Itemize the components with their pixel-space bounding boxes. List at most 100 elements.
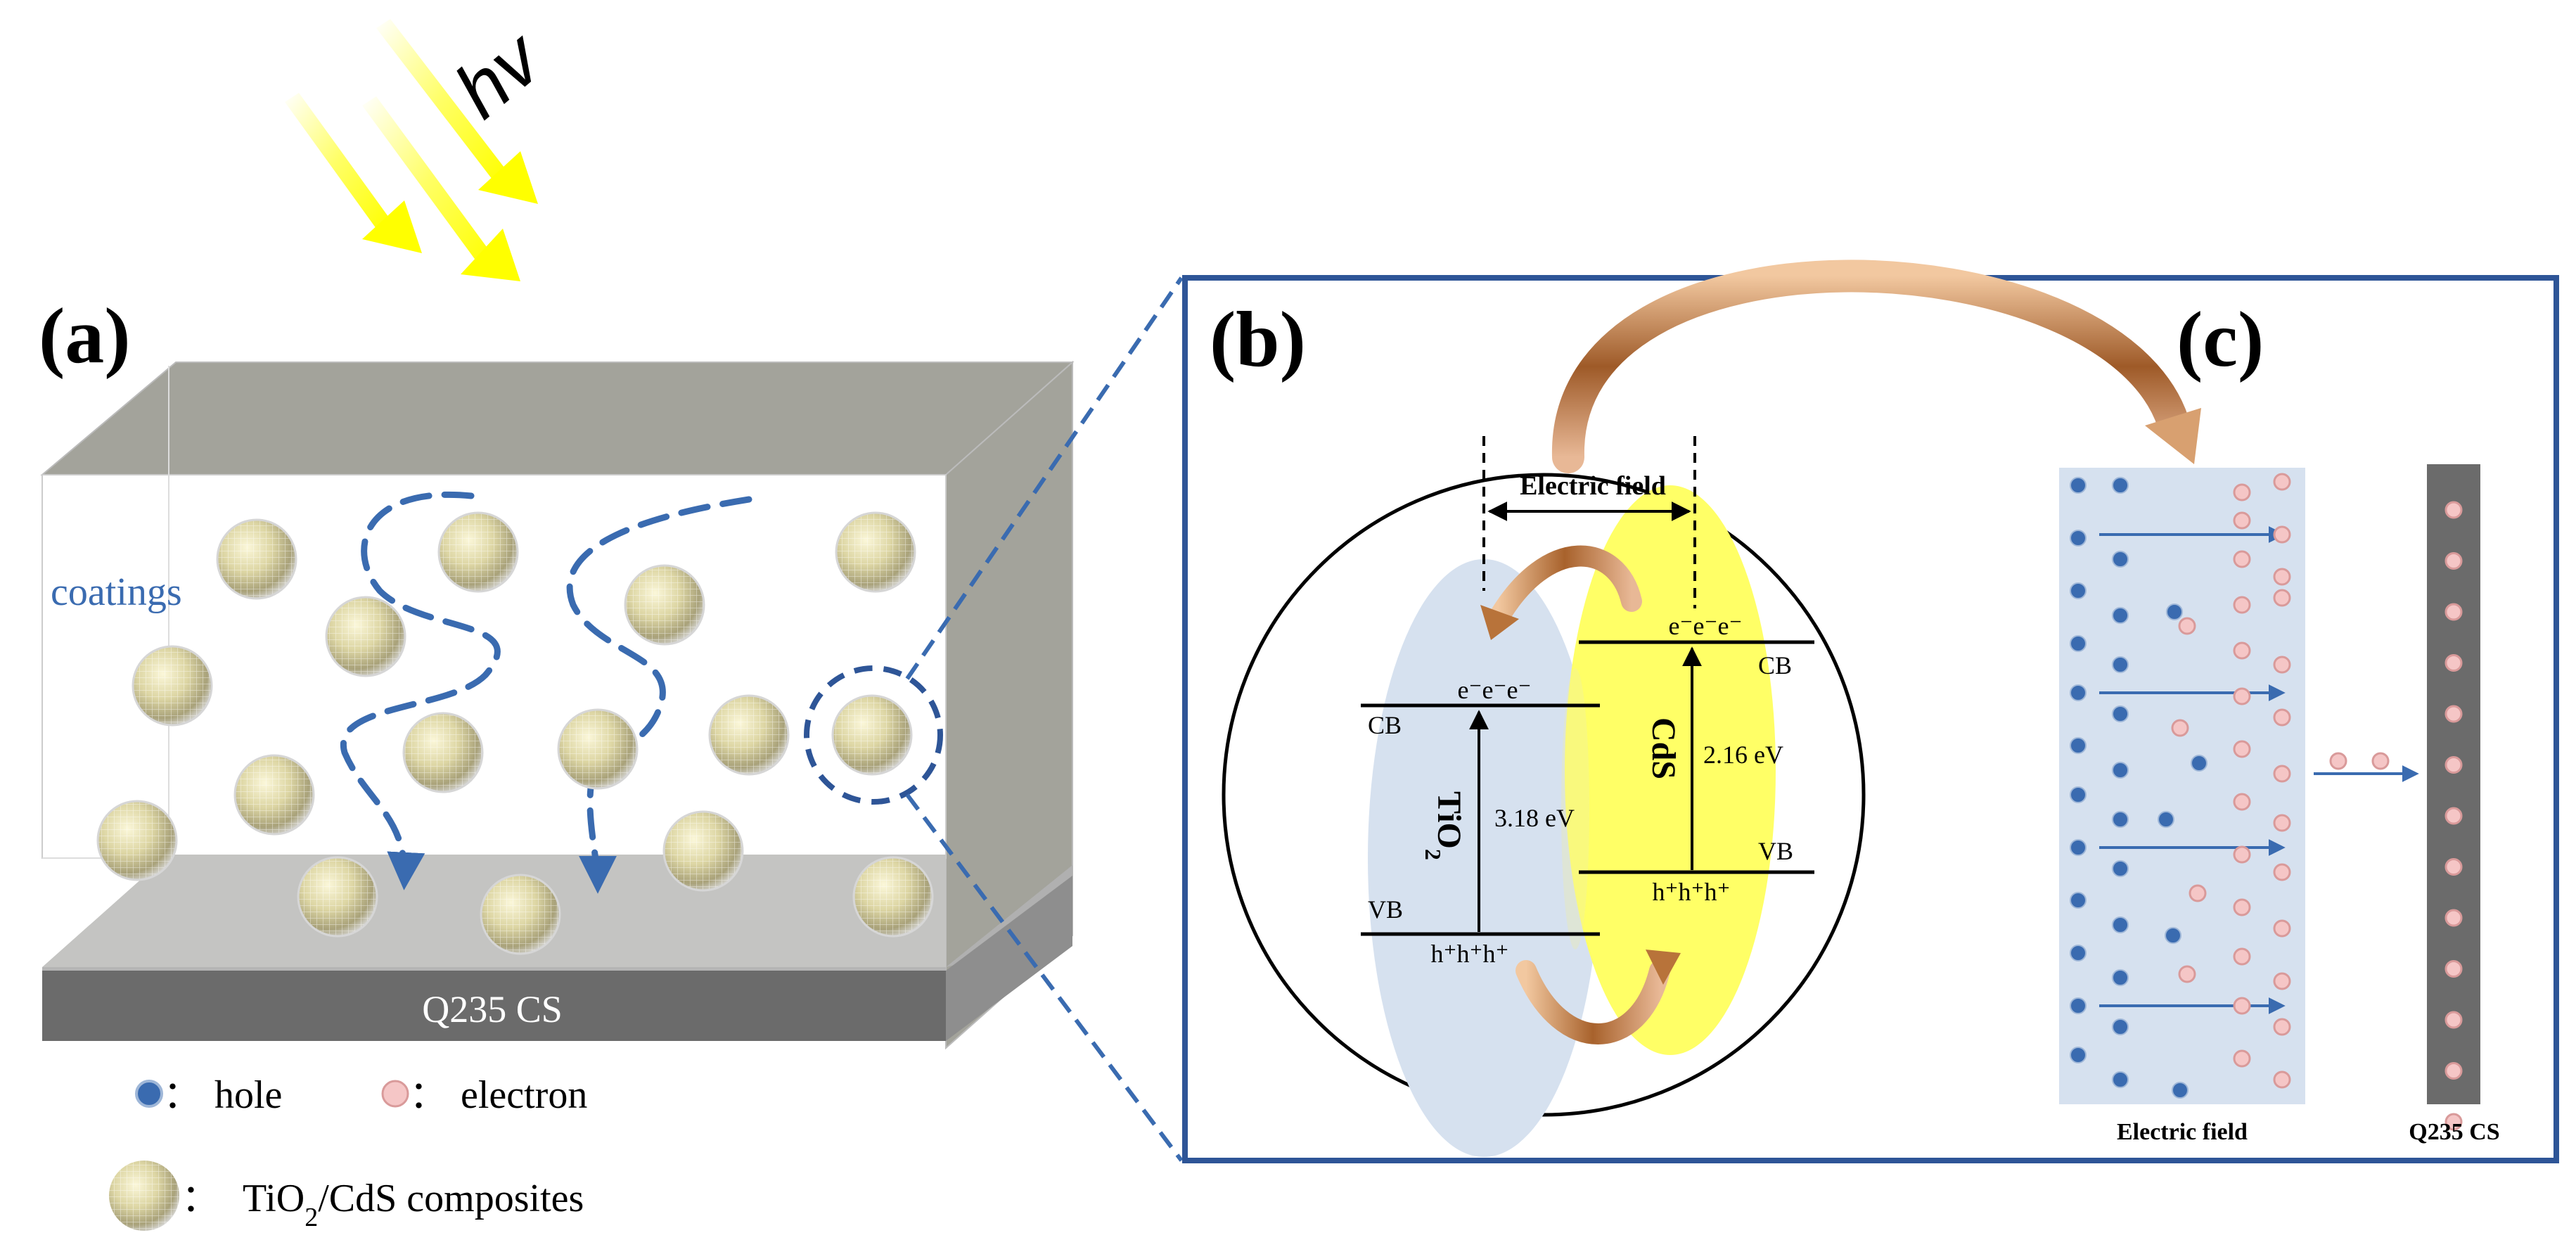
hole-dot: [2070, 684, 2087, 701]
sunlight-ray-1-head: [362, 200, 422, 253]
substrate-electron-dot: [2444, 807, 2463, 825]
composite-sphere: [437, 511, 519, 593]
hole-dot: [2070, 530, 2087, 547]
electron-dot: [2273, 863, 2291, 881]
legend-hole-icon: [135, 1080, 163, 1108]
hole-dot: [2112, 551, 2129, 568]
hole-dot: [2070, 1047, 2087, 1063]
composite-sphere: [402, 712, 484, 793]
substrate-label-c: Q235 CS: [2409, 1119, 2499, 1145]
substrate-bar-c: [2427, 464, 2480, 1104]
tio2-cb-label: CB: [1368, 711, 1402, 739]
composite-sphere: [708, 694, 790, 776]
legend-separator-1: ：: [163, 1074, 201, 1116]
composite-sphere: [624, 564, 705, 646]
legend: ： hole ： electron ： TiO2/CdS composites: [109, 1073, 587, 1232]
hole-dot: [2112, 1071, 2129, 1088]
coatings-label: coatings: [51, 570, 182, 614]
sunlight-rays: [285, 19, 538, 281]
electron-dot: [2273, 919, 2291, 938]
band-diagram-circle: [1222, 473, 1866, 1117]
electron-dot: [2233, 687, 2251, 705]
legend-hole-label: hole: [214, 1073, 282, 1117]
electron-transfer-arrowhead: [1480, 605, 1519, 640]
legend-composite-icon: [109, 1161, 179, 1231]
substrate-slab: [42, 865, 1072, 1041]
electron-transfer-arrow: [1487, 545, 1642, 630]
tio2-holes: h⁺h⁺h⁺: [1430, 940, 1508, 968]
substrate-electron-dot: [2444, 858, 2463, 876]
sunlight-ray-3-head: [478, 151, 538, 204]
composite-sphere: [132, 645, 213, 727]
hole-dot: [2070, 839, 2087, 856]
hole-dot: [2112, 607, 2129, 624]
coating-top-face: [40, 362, 1075, 475]
cds-vb-label: VB: [1758, 837, 1793, 865]
tio2-bandgap-label: 3.18 eV: [1494, 804, 1575, 832]
composite-sphere: [852, 856, 934, 938]
hole-dot: [2112, 969, 2129, 986]
composite-sphere: [831, 694, 913, 776]
electron-dot: [2233, 845, 2251, 864]
cds-name: CdS: [1645, 717, 1682, 779]
field-arrows-c: [2099, 526, 2286, 1014]
electron-dot: [2233, 947, 2251, 966]
substrate-electron-dot: [2444, 552, 2463, 570]
substrate-electron-dot: [2444, 705, 2463, 723]
substrate-electrons-c: [2444, 501, 2463, 1131]
tio2-vb-label: VB: [1368, 895, 1403, 924]
legend-electron-icon: [381, 1080, 409, 1108]
transport-electron-2: [2371, 752, 2390, 770]
panel-label-b: (b): [1210, 296, 1306, 383]
electron-dot: [2233, 898, 2251, 916]
hole-transfer-arrow: [1516, 960, 1670, 1044]
composite-sphere: [662, 810, 744, 892]
composite-sphere: [480, 874, 561, 955]
substrate-electron-dot: [2444, 1011, 2463, 1029]
substrate-electron-dot: [2444, 603, 2463, 621]
hole-dot: [2112, 860, 2129, 877]
electron-dot: [2273, 473, 2291, 491]
electron-dot: [2273, 972, 2291, 990]
composite-sphere: [557, 708, 639, 790]
composite-sphere: [325, 596, 406, 677]
hole-dot: [2165, 927, 2181, 944]
substrate-side-face: [946, 876, 1072, 1041]
sunlight-ray-1: [285, 93, 390, 229]
electron-dot: [2273, 765, 2291, 783]
b-to-c-arrow: [1551, 260, 2189, 473]
legend-separator-3: ：: [181, 1177, 219, 1220]
electron-dot: [2273, 589, 2291, 607]
panel-label-a: (a): [39, 293, 131, 380]
electric-field-label-c: Electric field: [2117, 1119, 2248, 1145]
electron-dot: [2273, 1018, 2291, 1036]
highlight-circle: [804, 665, 943, 805]
electron-dot: [2273, 525, 2291, 544]
zoom-line-bottom: [905, 793, 1184, 1162]
legend-composite-label: TiO2/CdS composites: [243, 1177, 584, 1232]
cds-electrons: e⁻e⁻e⁻: [1669, 612, 1743, 640]
hole-dot: [2070, 945, 2087, 961]
hole-dot: [2070, 477, 2087, 494]
composite-sphere: [96, 800, 178, 881]
cds-region: [1565, 485, 1776, 1055]
charges-c: [2070, 473, 2291, 1099]
legend-electron-label: electron: [461, 1073, 587, 1117]
substrate-electron-dot: [2444, 1113, 2463, 1131]
sunlight-ray-3: [376, 19, 506, 179]
hole-dot: [2112, 656, 2129, 673]
hole-dot: [2112, 916, 2129, 933]
electron-dot: [2273, 568, 2291, 586]
electron-dot: [2233, 641, 2251, 660]
electron-dot: [2178, 965, 2196, 983]
hole-dot: [2112, 705, 2129, 722]
composite-spheres: [96, 511, 934, 955]
hole-dot: [2112, 762, 2129, 779]
substrate-electron-dot: [2444, 756, 2463, 774]
substrate-electron-dot: [2444, 909, 2463, 927]
electron-dot: [2273, 656, 2291, 674]
hole-dot: [2070, 737, 2087, 754]
zoom-line-top: [905, 276, 1184, 680]
hole-dot: [2191, 755, 2207, 772]
sunlight-ray-2-head: [461, 229, 520, 281]
